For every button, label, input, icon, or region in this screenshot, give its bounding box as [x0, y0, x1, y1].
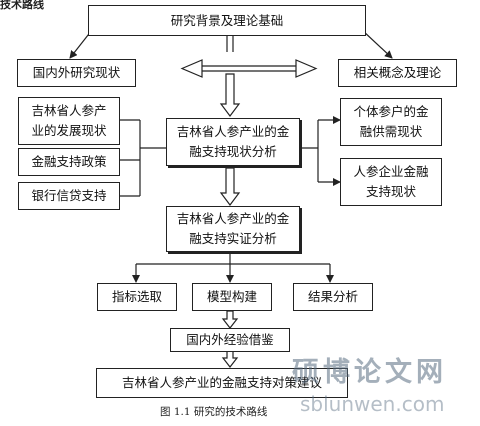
node-recommendations: 吉林省人参产业的金融支持对策建议	[96, 368, 348, 398]
watermark-url: sblunwen.com	[300, 392, 445, 416]
section-heading-fragment: 技术路线	[0, 0, 44, 11]
node-industry-development: 吉林省人参产 业的发展现状	[18, 97, 120, 145]
node-empirical-analysis: 吉林省人参产业的金 融支持实证分析	[166, 206, 300, 252]
hollow-arrow-to-status-analysis	[219, 73, 241, 117]
node-individual-farmers-demand: 个体参户的金 融供需现状	[340, 98, 442, 146]
node-indicator-selection: 指标选取	[97, 283, 177, 311]
hollow-arrow-to-recommendations	[221, 349, 239, 368]
arrow-to-related-concepts	[361, 29, 393, 59]
node-research-background: 研究背景及理论基础	[88, 5, 366, 36]
node-finance-status-analysis: 吉林省人参产业的金 融支持现状分析	[166, 118, 300, 166]
node-related-concepts: 相关概念及理论	[338, 59, 457, 87]
node-experience-reference: 国内外经验借鉴	[170, 328, 290, 352]
double-arrow-left-head	[180, 59, 203, 78]
node-enterprise-finance: 人参企业金融 支持现状	[340, 158, 442, 206]
node-result-analysis: 结果分析	[293, 283, 373, 311]
node-bank-credit: 银行信贷支持	[18, 182, 120, 210]
node-finance-policy: 金融支持政策	[18, 148, 120, 176]
node-model-building: 模型构建	[192, 283, 272, 311]
double-arrow-right-head	[295, 59, 318, 78]
figure-caption: 图 1.1 研究的技术路线	[160, 406, 268, 418]
hollow-arrow-to-experience	[221, 310, 239, 329]
node-domestic-foreign-status: 国内外研究现状	[17, 59, 136, 87]
hollow-arrow-to-empirical	[219, 167, 241, 206]
watermark-text: 硕博论文网	[292, 357, 447, 388]
